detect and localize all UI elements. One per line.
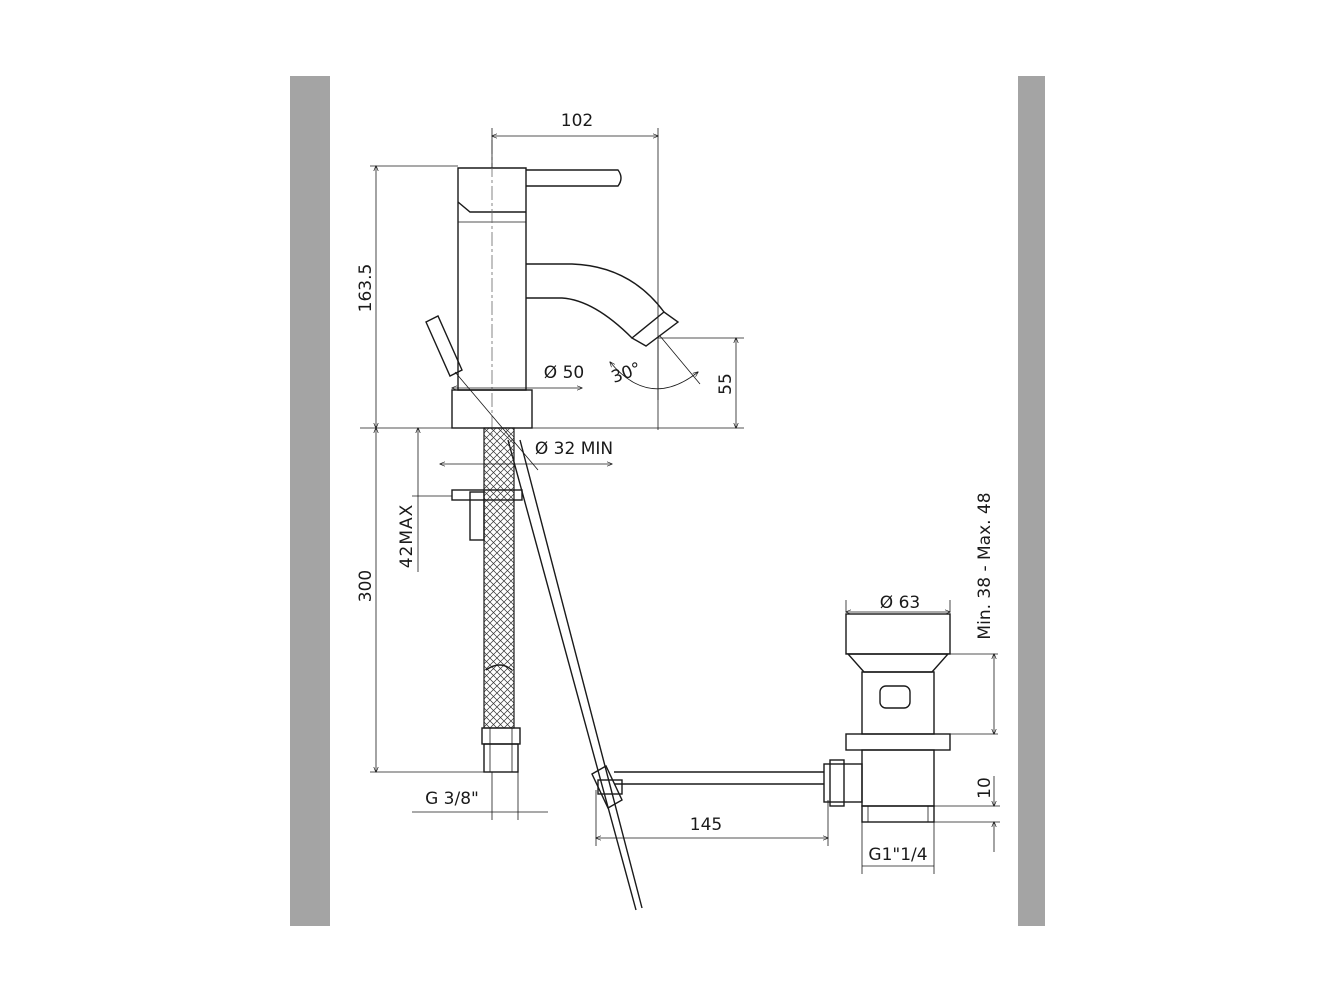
dim-spout-reach	[492, 128, 658, 430]
dim-spout-height	[658, 338, 744, 428]
dim-hose-length	[370, 428, 484, 772]
left-side-bar	[290, 76, 330, 926]
label-waste-diameter: Ø 63	[880, 593, 920, 613]
label-hole-diameter: Ø 32 MIN	[535, 439, 613, 459]
dim-waste-thread-height	[934, 776, 1000, 852]
label-spout-reach: 102	[561, 111, 593, 131]
dim-hose-thread	[412, 772, 548, 820]
label-waste-range: Min. 38 - Max. 48	[975, 492, 995, 639]
label-waste-rod: 145	[690, 815, 722, 835]
label-max-thickness: 42MAX	[397, 504, 417, 569]
right-side-bar	[1018, 76, 1045, 926]
label-total-height: 163.5	[356, 264, 376, 313]
dim-waste-diameter	[846, 600, 950, 612]
label-base-diameter: Ø 50	[544, 363, 584, 383]
dim-total-height	[370, 166, 458, 428]
label-hose-thread: G 3/8"	[425, 789, 479, 809]
dim-waste-thread	[861, 822, 935, 874]
faucet-body	[451, 140, 680, 440]
dim-max-thickness	[412, 428, 452, 572]
dim-waste-rod	[596, 790, 828, 846]
lift-rod	[425, 315, 643, 911]
flexible-hose	[451, 427, 523, 773]
dim-waste-range	[950, 654, 998, 734]
label-waste-thread: G1"1/4	[868, 845, 927, 865]
pop-up-waste	[591, 613, 951, 823]
label-hose-length: 300	[356, 570, 376, 602]
dim-spout-angle	[610, 335, 701, 400]
label-spout-angle: 30°	[609, 359, 644, 388]
label-spout-height: 55	[716, 373, 736, 395]
label-waste-thread-height: 10	[975, 777, 995, 799]
